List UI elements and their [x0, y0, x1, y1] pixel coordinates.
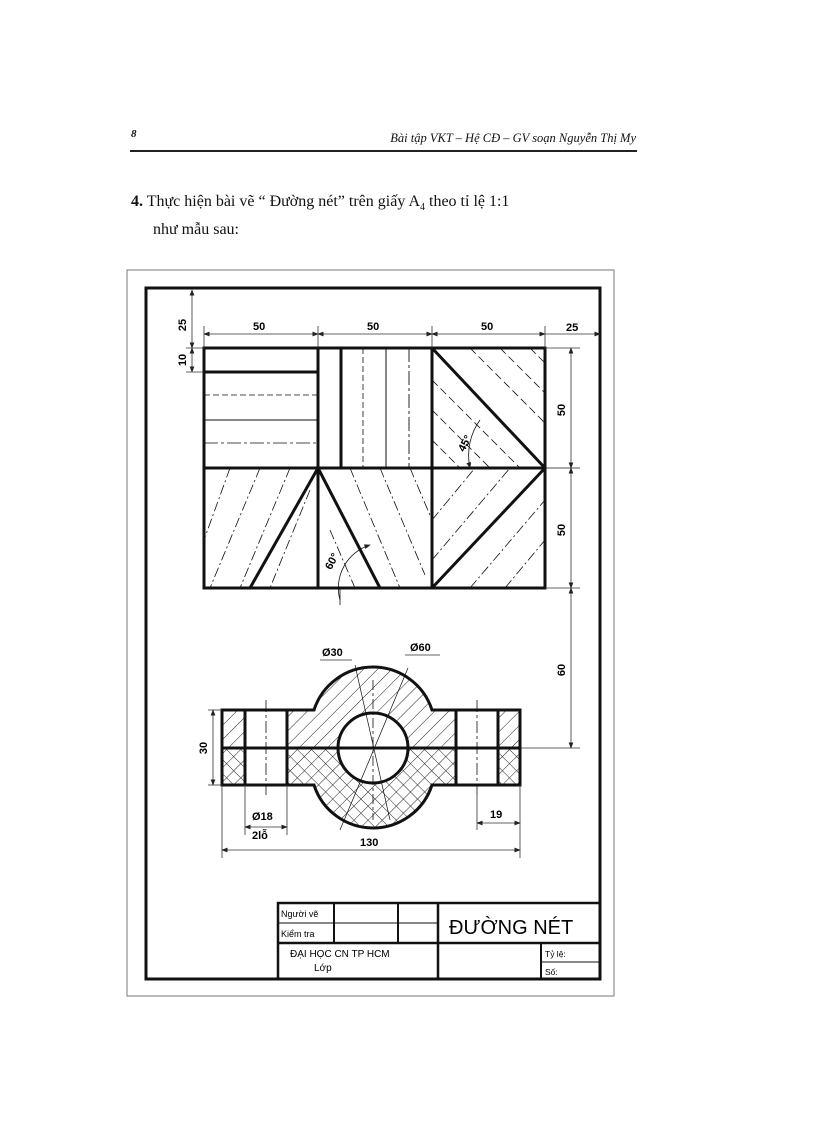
- dim-right-margin: 25: [566, 322, 578, 334]
- dim-angle-60: 60°: [323, 551, 341, 571]
- dim-row-height: 10: [177, 354, 189, 366]
- lower-dimension-lines: [208, 654, 521, 858]
- dim-hole-dia: Ø30: [322, 647, 343, 659]
- dim-edge-offset: 19: [490, 809, 502, 821]
- class-label: Lớp: [314, 963, 332, 974]
- exercise-text-line2: như mẫu sau:: [153, 221, 239, 239]
- drawing-title: ĐƯỜNG NÉT: [449, 916, 573, 939]
- exercise-text-line1-end: theo tỉ lệ 1:1: [425, 193, 510, 210]
- upper-view: [202, 346, 580, 605]
- exercise-number: 4.: [131, 193, 143, 210]
- dim-col1: 50: [253, 321, 265, 333]
- drawn-by-label: Người vẽ: [281, 909, 318, 919]
- dim-upper-height: 50: [556, 404, 568, 416]
- dim-lower-height: 50: [556, 524, 568, 536]
- checked-by-label: Kiểm tra: [281, 929, 315, 939]
- dim-bolt-hole-dia: Ø18: [252, 811, 273, 823]
- dim-col2: 50: [367, 321, 379, 333]
- title-block: [276, 901, 602, 981]
- lower-view: [220, 664, 522, 831]
- exercise-subscript: 4: [420, 202, 425, 214]
- number-label: Số:: [545, 967, 558, 977]
- dim-thickness: 30: [198, 742, 210, 754]
- upper-dimension-lines: [186, 289, 601, 749]
- dim-bolt-hole-count: 2lỗ: [252, 829, 268, 842]
- page-number: 8: [131, 128, 137, 140]
- exercise-text-line1: Thực hiện bài vẽ “ Đường nét” trên giấy …: [146, 193, 420, 210]
- school-name: ĐẠI HỌC CN TP HCM: [290, 949, 390, 960]
- drawing-frame: [144, 286, 602, 981]
- dim-col3: 50: [481, 321, 493, 333]
- dim-boss-dia: Ø60: [410, 642, 431, 654]
- scale-label: Tỷ lệ:: [545, 949, 566, 959]
- exercise-instruction: 4. Thực hiện bài vẽ “ Đường nét” trên gi…: [131, 191, 509, 241]
- dim-top-margin: 25: [177, 319, 189, 331]
- dim-gap-height: 60: [556, 664, 568, 676]
- running-header-title: Bài tập VKT – Hệ CĐ – GV soạn Nguyễn Thị…: [390, 131, 636, 145]
- dim-overall-length: 130: [360, 837, 378, 849]
- header-rule: [130, 150, 637, 152]
- paper-border: [126, 269, 615, 997]
